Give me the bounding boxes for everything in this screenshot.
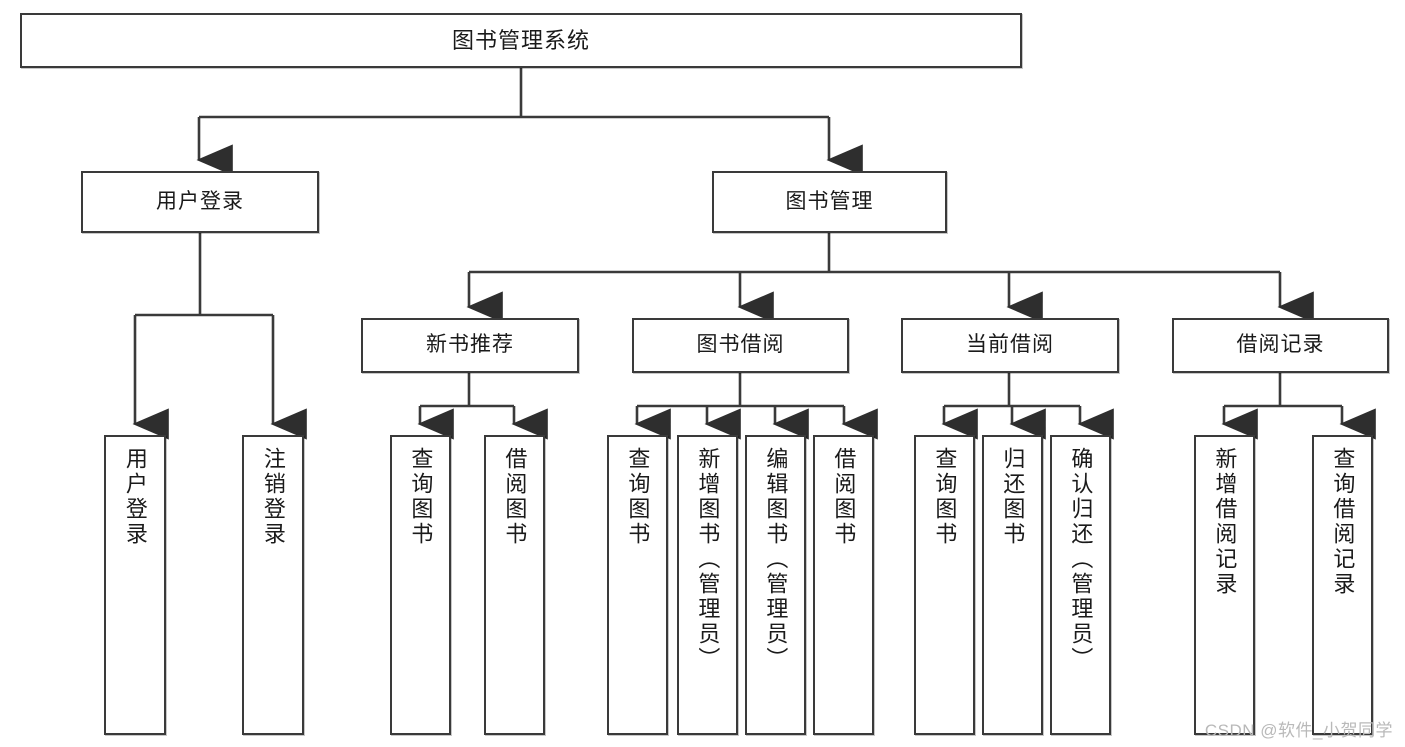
node-label: 注销登录 bbox=[260, 447, 286, 547]
leaf-query-book-current[interactable]: 查询图书 bbox=[914, 435, 975, 735]
node-label: 查询图书 bbox=[408, 447, 434, 547]
leaf-borrow-book-recommend[interactable]: 借阅图书 bbox=[484, 435, 545, 735]
node-user-login[interactable]: 用户登录 bbox=[81, 171, 319, 233]
node-label: 新增图书（管理员） bbox=[695, 447, 721, 672]
node-label: 图书借阅 bbox=[696, 333, 785, 357]
leaf-query-book-recommend[interactable]: 查询图书 bbox=[390, 435, 451, 735]
leaf-return-book[interactable]: 归还图书 bbox=[982, 435, 1043, 735]
node-label: 借阅图书 bbox=[502, 447, 528, 547]
node-label: 用户登录 bbox=[156, 189, 244, 213]
leaf-query-book-borrow[interactable]: 查询图书 bbox=[607, 435, 668, 735]
leaf-confirm-return-admin[interactable]: 确认归还（管理员） bbox=[1050, 435, 1111, 735]
leaf-add-borrow-record[interactable]: 新增借阅记录 bbox=[1194, 435, 1255, 735]
node-root[interactable]: 图书管理系统 bbox=[20, 13, 1022, 68]
node-label: 当前借阅 bbox=[966, 333, 1054, 357]
node-label: 查询图书 bbox=[625, 447, 651, 547]
leaf-query-borrow-record[interactable]: 查询借阅记录 bbox=[1312, 435, 1373, 735]
node-label: 查询图书 bbox=[932, 447, 958, 547]
node-book-borrow[interactable]: 图书借阅 bbox=[632, 318, 849, 373]
node-current-borrow[interactable]: 当前借阅 bbox=[901, 318, 1119, 373]
node-label: 确认归还（管理员） bbox=[1068, 447, 1094, 672]
node-label: 新增借阅记录 bbox=[1212, 447, 1238, 597]
node-label: 归还图书 bbox=[1000, 447, 1026, 547]
node-label: 图书管理 bbox=[785, 189, 874, 213]
leaf-logout[interactable]: 注销登录 bbox=[242, 435, 304, 735]
node-label: 图书管理系统 bbox=[451, 27, 590, 53]
node-borrow-record[interactable]: 借阅记录 bbox=[1172, 318, 1389, 373]
leaf-borrow-book[interactable]: 借阅图书 bbox=[813, 435, 874, 735]
leaf-user-login[interactable]: 用户登录 bbox=[104, 435, 166, 735]
csdn-watermark: CSDN @软件_小贺同学 bbox=[1204, 721, 1393, 740]
node-label: 新书推荐 bbox=[426, 333, 514, 357]
leaf-add-book-admin[interactable]: 新增图书（管理员） bbox=[677, 435, 738, 735]
node-new-book-recommend[interactable]: 新书推荐 bbox=[361, 318, 579, 373]
leaf-edit-book-admin[interactable]: 编辑图书（管理员） bbox=[745, 435, 806, 735]
node-book-management[interactable]: 图书管理 bbox=[712, 171, 947, 233]
node-label: 编辑图书（管理员） bbox=[763, 447, 789, 672]
node-label: 用户登录 bbox=[122, 447, 148, 547]
node-label: 借阅记录 bbox=[1236, 333, 1325, 357]
node-label: 查询借阅记录 bbox=[1330, 447, 1356, 597]
node-label: 借阅图书 bbox=[831, 447, 857, 547]
